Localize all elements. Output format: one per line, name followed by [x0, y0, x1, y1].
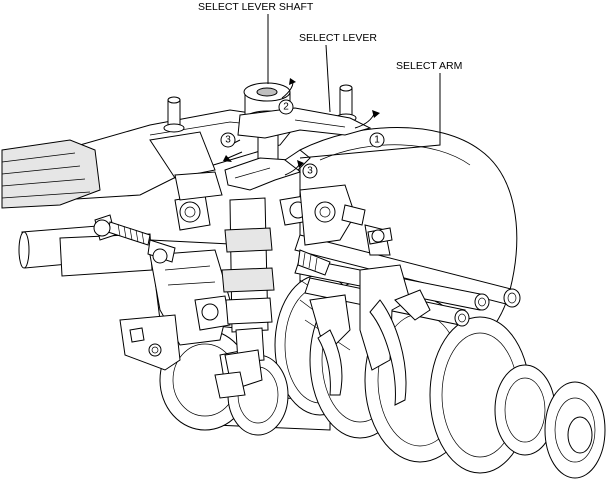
right-linkage — [299, 184, 393, 256]
callout-1: 1 — [369, 132, 385, 148]
central-assembly — [214, 197, 275, 399]
svg-text:3: 3 — [225, 135, 231, 146]
select-lever — [237, 107, 372, 139]
arrow-curve-icon — [372, 110, 380, 118]
select-arm — [224, 149, 311, 191]
arrow-left-icon — [223, 155, 232, 162]
label-select-arm: SELECT ARM — [299, 60, 462, 159]
svg-text:SELECT LEVER SHAFT: SELECT LEVER SHAFT — [198, 1, 314, 13]
shift-forks — [309, 264, 431, 406]
arrow-up-icon — [289, 78, 296, 85]
svg-text:3: 3 — [307, 166, 313, 177]
svg-text:2: 2 — [283, 102, 289, 113]
svg-text:SELECT LEVER: SELECT LEVER — [299, 32, 377, 44]
callout-2: 2 — [278, 99, 294, 115]
label-select-lever-shaft: SELECT LEVER SHAFT — [198, 1, 314, 84]
svg-text:1: 1 — [374, 135, 380, 146]
arrow-right-icon — [297, 160, 304, 168]
svg-text:SELECT ARM: SELECT ARM — [396, 60, 462, 72]
label-select-lever: SELECT LEVER — [299, 32, 377, 113]
callout-3-left: 3 — [220, 132, 236, 148]
callout-3-right: 3 — [302, 163, 318, 179]
gate-bracket — [119, 249, 251, 386]
